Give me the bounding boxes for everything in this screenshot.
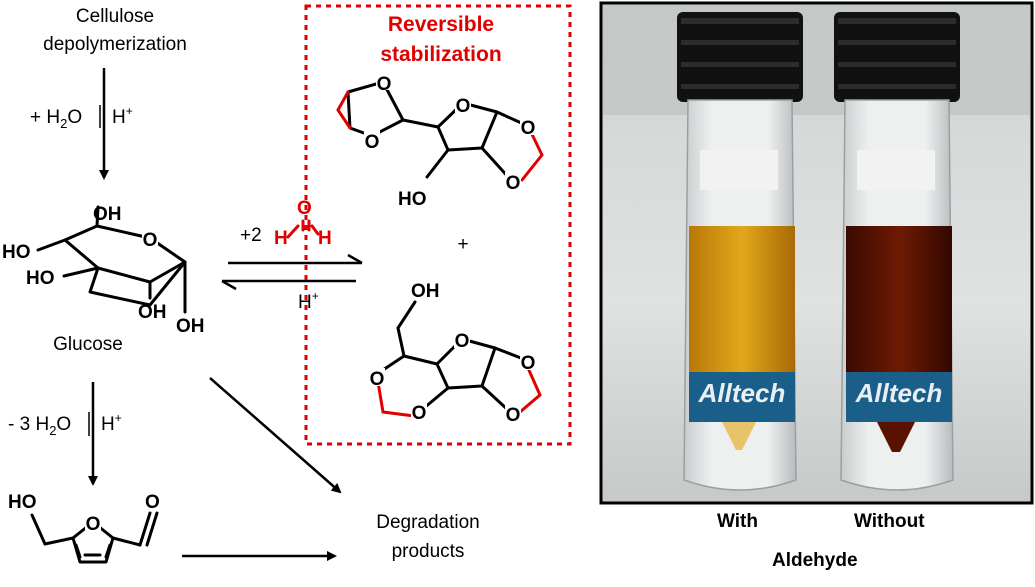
svg-text:HO: HO <box>398 189 427 210</box>
box-title-line1: Reversible <box>388 13 494 36</box>
caption-aldehyde: Aldehyde <box>772 550 858 571</box>
svg-text:O: O <box>370 369 385 390</box>
svg-text:H: H <box>318 228 332 249</box>
svg-text:O: O <box>365 132 380 153</box>
forward-arrow-head <box>347 253 363 265</box>
reagent-prefix: +2 <box>240 225 262 246</box>
glucose-structure: O OH HO HO OH OH <box>2 204 205 337</box>
svg-text:O: O <box>297 198 312 219</box>
svg-text:O: O <box>455 331 470 352</box>
formaldehyde-structure: H O H <box>274 198 332 249</box>
reverse-arrow-head <box>221 279 237 291</box>
plus-sign: + <box>457 234 468 255</box>
arrow-glucose-to-degradation <box>209 377 342 494</box>
stabilization-box <box>304 4 572 446</box>
oh-c6: OH <box>93 204 122 225</box>
cellulose-label: Cellulose <box>76 6 154 27</box>
svg-text:O: O <box>377 74 392 95</box>
box-title-line2: stabilization <box>380 43 501 66</box>
depolymerization-label: depolymerization <box>43 34 187 55</box>
vial-without: Alltech <box>834 12 960 491</box>
svg-text:O: O <box>506 173 521 194</box>
reverse-acid: H+ <box>298 289 319 313</box>
svg-text:O: O <box>145 492 160 513</box>
vial-with-brand: Alltech <box>698 378 786 408</box>
svg-text:O: O <box>506 405 521 426</box>
svg-text:O: O <box>412 403 427 424</box>
step2-water: - 3 H2O <box>8 414 71 438</box>
product2-structure: OH O O O O O <box>369 281 542 426</box>
degradation-label: Degradation <box>376 512 480 533</box>
ho-c3: HO <box>26 268 55 289</box>
ring-oxygen: O <box>143 230 158 251</box>
caption-with: With <box>717 511 758 532</box>
oh-c2: OH <box>138 302 167 323</box>
ho-c4: HO <box>2 242 31 263</box>
svg-text:O: O <box>521 353 536 374</box>
vial-with: Alltech <box>677 12 803 491</box>
step1-acid: H+ <box>112 104 133 128</box>
svg-text:O: O <box>456 96 471 117</box>
glucose-label: Glucose <box>53 334 123 355</box>
products-label: products <box>392 541 465 562</box>
step2-acid: H+ <box>101 411 122 435</box>
oh-c1: OH <box>176 316 205 337</box>
vial-without-brand: Alltech <box>855 378 943 408</box>
svg-text:HO: HO <box>8 492 37 513</box>
svg-text:OH: OH <box>411 281 440 302</box>
svg-text:O: O <box>86 514 101 535</box>
product1-structure: O O O O O HO <box>336 72 544 210</box>
hmf-structure: O HO O <box>8 492 160 564</box>
vial-photo: Alltech Alltech <box>599 1 1034 505</box>
step1-water: + H2O <box>30 107 82 131</box>
svg-text:H: H <box>274 228 288 249</box>
svg-text:O: O <box>521 118 536 139</box>
caption-without: Without <box>854 511 925 532</box>
